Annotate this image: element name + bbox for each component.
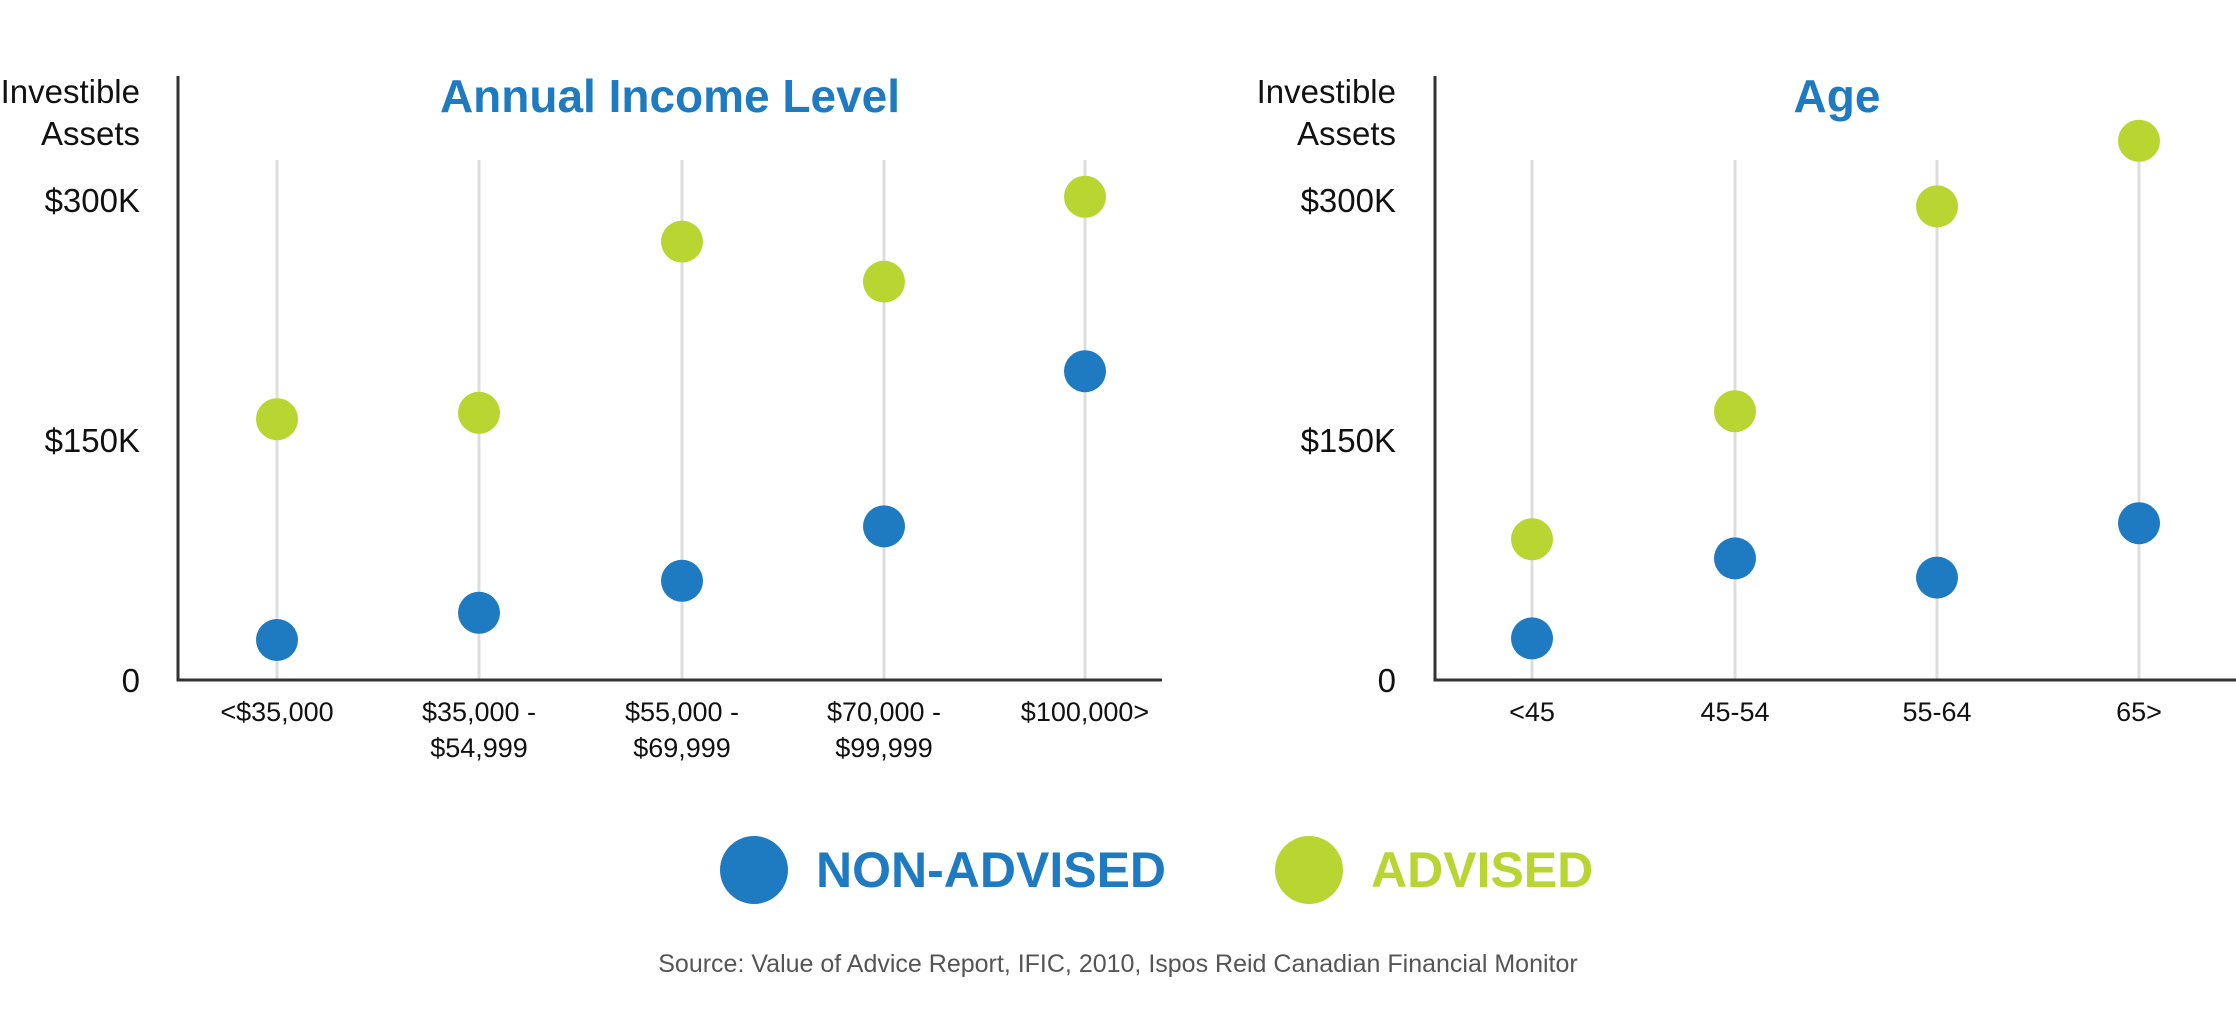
income-point-non-advised-3 xyxy=(863,505,905,548)
legend: NON-ADVISED ADVISED xyxy=(0,830,2236,910)
income-y-tick-label-1: $150K xyxy=(45,422,140,459)
income-point-non-advised-1 xyxy=(458,591,500,634)
age-x-tick-label-0-0: <45 xyxy=(1509,697,1555,727)
income-point-non-advised-4 xyxy=(1064,350,1106,393)
age-chart-title: Age xyxy=(1794,70,1881,122)
income-x-tick-label-2-0: $55,000 - xyxy=(625,697,739,727)
income-x-tick-label-4-0: $100,000> xyxy=(1021,697,1149,727)
age-y-tick-label-1: $150K xyxy=(1301,422,1396,459)
age-point-non-advised-3 xyxy=(2118,502,2160,545)
legend-label-non-advised: NON-ADVISED xyxy=(816,842,1167,898)
income-point-non-advised-0 xyxy=(256,619,298,661)
age-x-tick-label-2-0: 55-64 xyxy=(1902,697,1971,727)
income-point-advised-1 xyxy=(458,391,500,434)
age-point-non-advised-1 xyxy=(1714,537,1756,580)
income-point-advised-3 xyxy=(863,260,905,303)
age-y-tick-label-0: 0 xyxy=(1378,662,1396,699)
age-point-advised-3 xyxy=(2118,119,2160,162)
income-x-tick-label-2-1: $69,999 xyxy=(633,733,731,763)
income-x-tick-label-3-0: $70,000 - xyxy=(827,697,941,727)
age-y-axis-label-line1: Investible xyxy=(1257,73,1396,110)
legend-item-advised: ADVISED xyxy=(1275,830,1593,910)
age-y-tick-label-2: $300K xyxy=(1301,182,1396,219)
income-point-advised-4 xyxy=(1064,175,1106,218)
age-x-tick-label-3-0: 65> xyxy=(2116,697,2162,727)
age-point-advised-1 xyxy=(1714,390,1756,433)
age-point-advised-0 xyxy=(1511,518,1553,561)
income-x-tick-label-1-0: $35,000 - xyxy=(422,697,536,727)
age-point-non-advised-0 xyxy=(1511,617,1553,660)
legend-marker-non-advised xyxy=(720,836,788,904)
income-y-tick-label-2: $300K xyxy=(45,182,140,219)
age-x-tick-label-1-0: 45-54 xyxy=(1700,697,1769,727)
income-point-advised-0 xyxy=(256,398,298,441)
income-chart-title: Annual Income Level xyxy=(440,70,900,122)
income-x-tick-label-1-1: $54,999 xyxy=(430,733,528,763)
source-note: Source: Value of Advice Report, IFIC, 20… xyxy=(658,950,1578,978)
income-point-non-advised-2 xyxy=(661,559,703,602)
income-y-axis-label-line1: Investible xyxy=(1,73,140,110)
income-x-tick-label-0-0: <$35,000 xyxy=(220,697,333,727)
age-point-non-advised-2 xyxy=(1916,556,1958,599)
legend-marker-advised xyxy=(1275,836,1343,904)
income-y-tick-label-0: 0 xyxy=(122,662,140,699)
legend-label-advised: ADVISED xyxy=(1371,842,1594,898)
age-point-advised-2 xyxy=(1916,185,1958,228)
age-y-axis-label-line2: Assets xyxy=(1297,115,1396,152)
legend-item-non-advised: NON-ADVISED xyxy=(720,830,1166,910)
income-y-axis-label-line2: Assets xyxy=(41,115,140,152)
income-x-tick-label-3-1: $99,999 xyxy=(835,733,933,763)
income-point-advised-2 xyxy=(661,220,703,263)
